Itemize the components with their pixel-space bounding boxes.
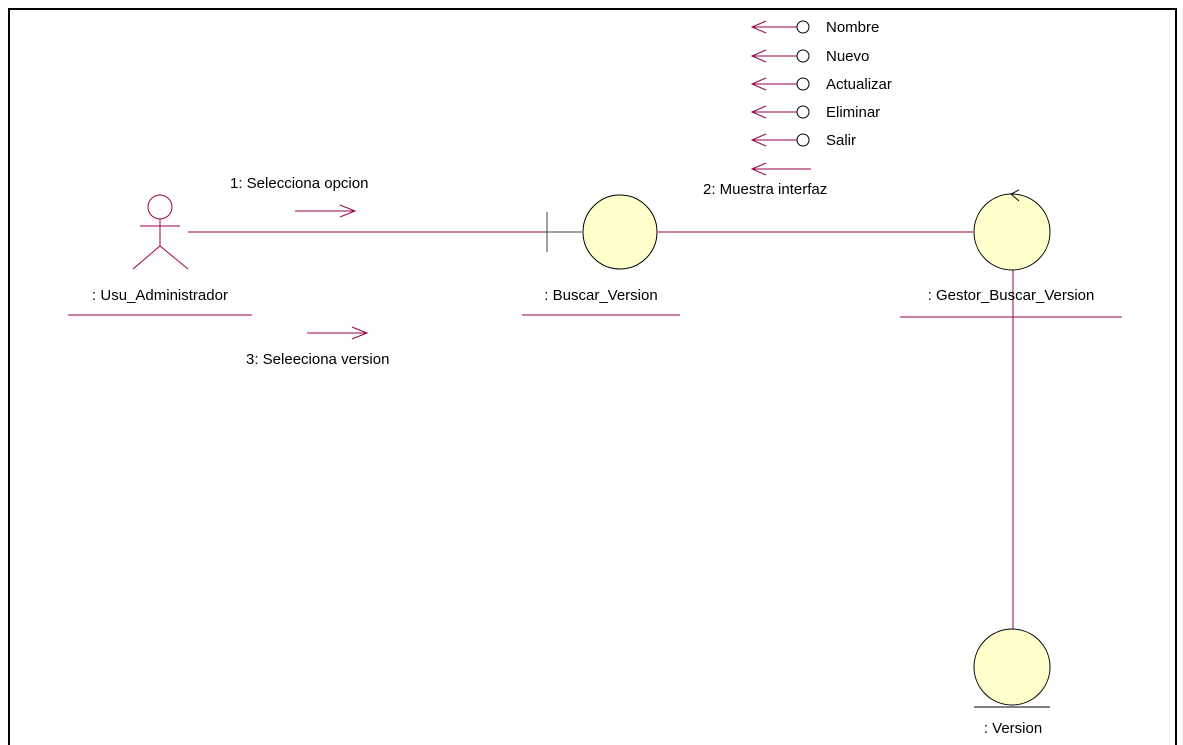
- interface-label-actualizar: Actualizar: [826, 76, 892, 93]
- interface-item-salir: [750, 133, 810, 147]
- boundary-label: : Buscar_Version: [544, 287, 657, 304]
- message-2-arrow: [750, 162, 811, 176]
- message-1-arrow: [295, 204, 357, 218]
- message-3-arrow: [307, 326, 369, 340]
- boundary-buscar-version[interactable]: [546, 194, 658, 270]
- entity-label: : Version: [984, 720, 1042, 737]
- diagram-frame: [8, 8, 1177, 745]
- interface-label-nuevo: Nuevo: [826, 48, 869, 65]
- message-3-label: 3: Seleeciona version: [246, 351, 389, 368]
- actor-label: : Usu_Administrador: [92, 287, 228, 304]
- message-1-label: 1: Selecciona opcion: [230, 175, 368, 192]
- interface-label-salir: Salir: [826, 132, 856, 149]
- interface-item-eliminar: [750, 105, 810, 119]
- control-gestor-buscar-version[interactable]: [973, 189, 1051, 271]
- interface-item-actualizar: [750, 77, 810, 91]
- actor-usu-administrador[interactable]: [132, 194, 189, 270]
- interface-label-eliminar: Eliminar: [826, 104, 880, 121]
- message-2-label: 2: Muestra interfaz: [703, 181, 827, 198]
- interface-item-nombre: [750, 20, 810, 34]
- entity-version[interactable]: [973, 628, 1051, 708]
- control-label: : Gestor_Buscar_Version: [928, 287, 1095, 304]
- interface-item-nuevo: [750, 49, 810, 63]
- interface-label-nombre: Nombre: [826, 19, 879, 36]
